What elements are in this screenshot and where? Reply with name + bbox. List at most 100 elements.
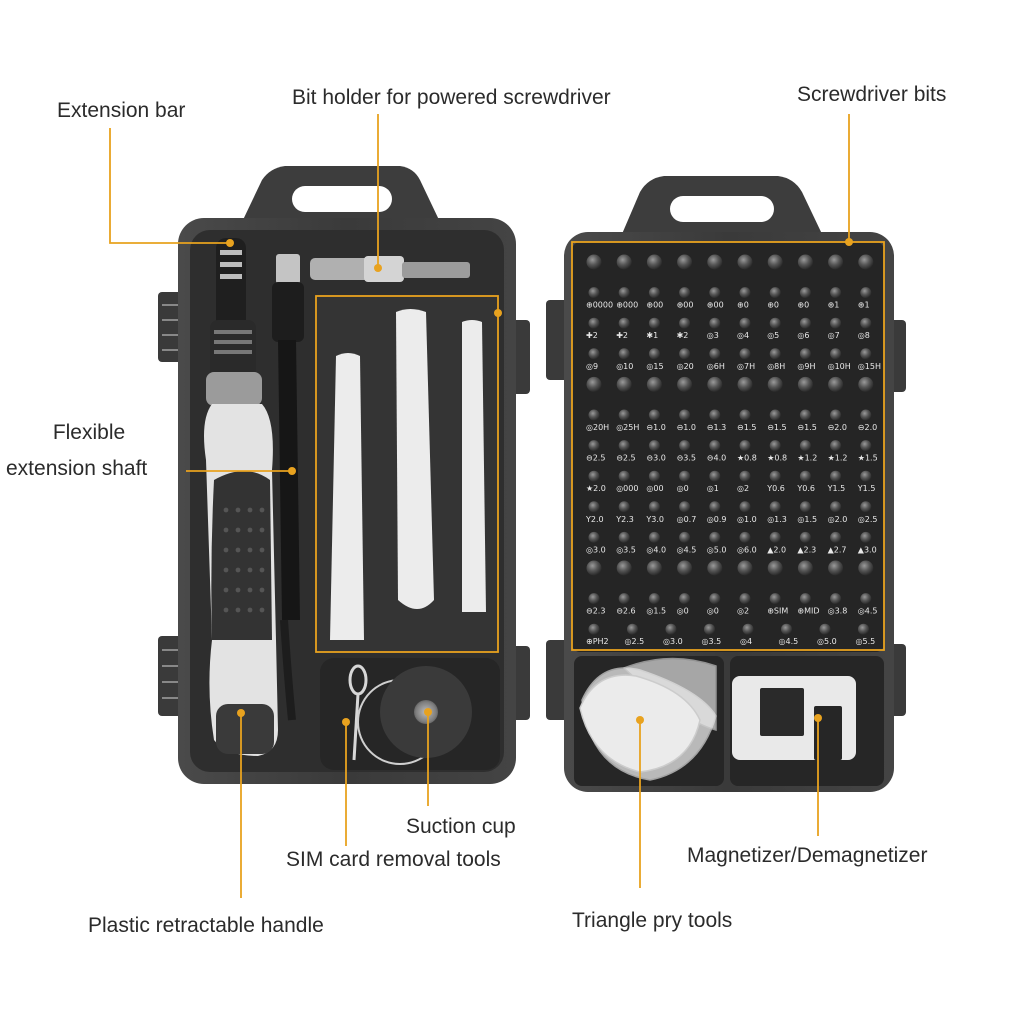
bit-head: [830, 501, 842, 513]
bit-label: ◎2.0: [828, 515, 848, 524]
bit-head: [769, 593, 781, 605]
bit-head: [709, 409, 721, 421]
bit-label: ⊕PH2: [586, 637, 609, 646]
bit-head: [618, 317, 630, 329]
bit-label: ⊖2.6: [616, 607, 635, 616]
bit-label: ⊖1.5: [737, 423, 756, 432]
bit-label: ◎1.5: [646, 607, 666, 616]
bit-head: [799, 440, 811, 452]
bit-label: ◎15: [646, 362, 663, 371]
bit-label: ◎8: [858, 331, 870, 340]
bit-label: ⊖3.0: [646, 454, 665, 463]
bit-head: [769, 501, 781, 513]
extension-bar: [206, 238, 262, 406]
bit-head: [648, 531, 660, 543]
bit-head: [665, 623, 677, 635]
bit-head: [739, 531, 751, 543]
bit-label: ⊖2.5: [586, 454, 605, 463]
bit-label: ◎3.5: [702, 637, 722, 646]
bit-label: ★0.8: [767, 454, 787, 463]
bit-label: ◎0: [677, 484, 689, 493]
bit-head: [679, 440, 691, 452]
bit-label: Y0.6: [766, 484, 785, 493]
bit-head: [769, 317, 781, 329]
bit-label: ◎0.9: [707, 515, 727, 524]
bit-head: [588, 501, 600, 513]
bit-head: [618, 593, 630, 605]
bit-grid: ⊕0000⊕000⊕00⊕00⊕00⊕0⊕0⊕0⊕1⊕1✚2✚2✱1✱2◎3◎4…: [585, 254, 881, 646]
bit-label: ◎6: [797, 331, 809, 340]
bit-head: [830, 593, 842, 605]
bit-head: [648, 501, 660, 513]
bit-label: ◎6H: [707, 362, 725, 371]
bit-label: ⊕1: [858, 301, 870, 310]
bit-label: ◎3.0: [586, 545, 606, 554]
pry-tools: [330, 309, 486, 640]
bit-head: [648, 287, 660, 299]
bit-head: [799, 317, 811, 329]
bit-label: ★0.8: [737, 454, 757, 463]
bit-label: ◎5.0: [707, 545, 727, 554]
bit-label: ▲2.0: [767, 545, 786, 554]
bit-label: ◎20: [677, 362, 694, 371]
bit-head: [588, 593, 600, 605]
bit-head: [860, 348, 872, 360]
retractable-handle: [204, 404, 278, 756]
bit-head: [648, 593, 660, 605]
bit-head: [830, 317, 842, 329]
bit-head: [799, 501, 811, 513]
bit-head: [709, 317, 721, 329]
bit-head: [679, 287, 691, 299]
bit-label: ◎4: [740, 637, 752, 646]
bit-head: [648, 409, 660, 421]
bit-label: ◎1.3: [767, 515, 787, 524]
bit-label: ◎4.5: [858, 607, 878, 616]
bit-head: [858, 376, 874, 392]
bits-frame: [571, 241, 885, 651]
bit-head: [679, 348, 691, 360]
bit-label: ⊖2.3: [586, 607, 605, 616]
bit-head: [799, 531, 811, 543]
bit-label: Y1.5: [857, 484, 876, 493]
bit-head: [769, 470, 781, 482]
bit-label: ◎5.5: [856, 637, 876, 646]
bit-head: [704, 623, 715, 635]
bit-head: [860, 440, 872, 452]
label-sim-tools: SIM card removal tools: [286, 848, 501, 871]
bit-label: ◎2.5: [625, 637, 645, 646]
bit-head: [646, 376, 662, 392]
bit-head: [618, 531, 630, 543]
bit-head: [797, 560, 813, 576]
bit-label: Y1.5: [827, 484, 846, 493]
bit-head: [709, 501, 721, 513]
bit-head: [679, 501, 691, 513]
bit-head: [742, 623, 754, 635]
bit-head: [618, 440, 630, 452]
bit-head: [860, 409, 872, 421]
bit-label: ⊕MID: [797, 607, 819, 616]
bit-label: ◎2: [737, 607, 749, 616]
bit-head: [830, 287, 842, 299]
bit-head: [679, 409, 691, 421]
bit-head: [769, 409, 781, 421]
bit-head: [648, 348, 660, 360]
bit-label: ⊕1: [828, 301, 840, 310]
bit-label: Y0.6: [796, 484, 815, 493]
bit-label: ◎1: [707, 484, 719, 493]
bit-head: [588, 348, 600, 360]
bit-head: [707, 560, 723, 576]
label-extension-bar: Extension bar: [57, 99, 186, 122]
bit-head: [739, 470, 751, 482]
bit-label: ◎4.5: [677, 545, 697, 554]
bit-label: ⊕0: [737, 301, 749, 310]
bit-label: ⊕000: [616, 301, 638, 310]
bit-head: [709, 593, 721, 605]
bit-label: ⊕00: [677, 301, 694, 310]
bit-head: [588, 470, 600, 482]
label-triangle-pry: Triangle pry tools: [572, 909, 733, 932]
bit-head: [677, 254, 693, 270]
bit-label: ⊖1.0: [646, 423, 665, 432]
bit-label: ⊕00: [646, 301, 663, 310]
